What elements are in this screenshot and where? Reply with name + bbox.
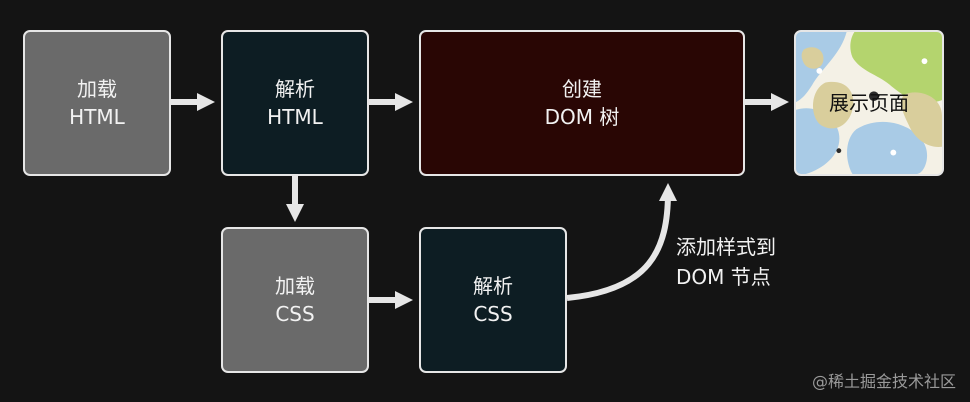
- node-load-css-line2: CSS: [275, 302, 315, 326]
- node-create-dom: 创建 DOM 树: [419, 30, 745, 176]
- annotation-line2: DOM 节点: [676, 265, 771, 289]
- node-display-page-label: 展示页面: [829, 91, 909, 115]
- annotation-add-styles: 添加样式到 DOM 节点: [676, 232, 776, 292]
- node-load-html-line2: HTML: [69, 105, 125, 129]
- node-display-page: 展示页面: [794, 30, 944, 176]
- watermark: @稀土掘金技术社区: [811, 372, 956, 391]
- arrow-parse-css-to-dom-curve: [566, 183, 677, 301]
- node-load-css: 加载 CSS: [221, 227, 369, 373]
- node-parse-html: 解析 HTML: [221, 30, 369, 176]
- annotation-line1: 添加样式到: [676, 235, 776, 259]
- abstract-blobs-image: [796, 32, 942, 174]
- node-parse-css: 解析 CSS: [419, 227, 567, 373]
- node-load-css-line1: 加载: [275, 274, 315, 298]
- node-parse-css-line1: 解析: [473, 274, 513, 298]
- node-create-dom-line1: 创建: [562, 77, 602, 101]
- node-load-html: 加载 HTML: [23, 30, 171, 176]
- node-parse-html-line1: 解析: [275, 77, 315, 101]
- node-load-html-line1: 加载: [77, 77, 117, 101]
- node-parse-html-line2: HTML: [267, 105, 323, 129]
- node-parse-css-line2: CSS: [473, 302, 513, 326]
- node-create-dom-line2: DOM 树: [544, 105, 620, 129]
